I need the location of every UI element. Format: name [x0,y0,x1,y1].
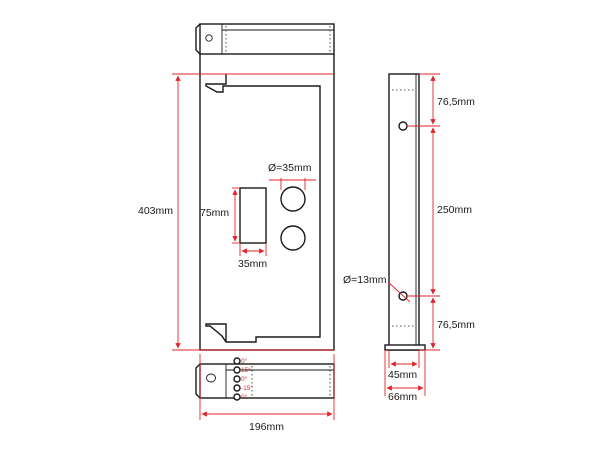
svg-text:0°: 0° [241,375,248,383]
svg-text:0°: 0° [241,393,248,401]
large-hole-upper [280,186,306,212]
overall-width-label: 196mm [249,421,284,433]
slot-height-label: 75mm [200,207,229,219]
bottom-offset-label: 76,5mm [437,319,475,331]
middle-span-label: 250mm [437,204,472,216]
angle-labels: 0° 15° 0° -15° 0° [241,357,253,401]
slot [239,187,267,244]
main-plate [199,54,335,351]
slot-width-label: 35mm [238,258,267,270]
side-hole-upper [398,121,408,131]
bracket-hole [205,34,213,42]
side-inner-width-label: 45mm [388,369,417,381]
side-view [384,73,426,351]
angle-holes [233,357,241,401]
side-profile [388,73,420,351]
side-dimensions: 76,5mm 250mm 76,5mm Ø=13mm 45mm 66mm [343,73,475,403]
large-hole-lower [280,225,306,251]
svg-text:15°: 15° [241,366,251,374]
overall-height-label: 403mm [138,205,173,217]
side-foot [384,344,426,351]
inner-frame [205,74,321,343]
svg-text:-15°: -15° [241,384,253,392]
top-offset-label: 76,5mm [437,96,475,108]
bottom-bracket: 0° 15° 0° -15° 0° [195,357,335,401]
svg-text:0°: 0° [241,357,248,365]
large-hole-diameter-label: Ø=35mm [268,162,312,174]
adjustment-slot [206,373,216,383]
top-bracket [195,23,335,55]
small-hole-diameter-label: Ø=13mm [343,274,387,286]
front-dimensions: 403mm 196mm Ø=35mm 75mm 35mm [138,73,335,433]
side-outer-width-label: 66mm [388,391,417,403]
